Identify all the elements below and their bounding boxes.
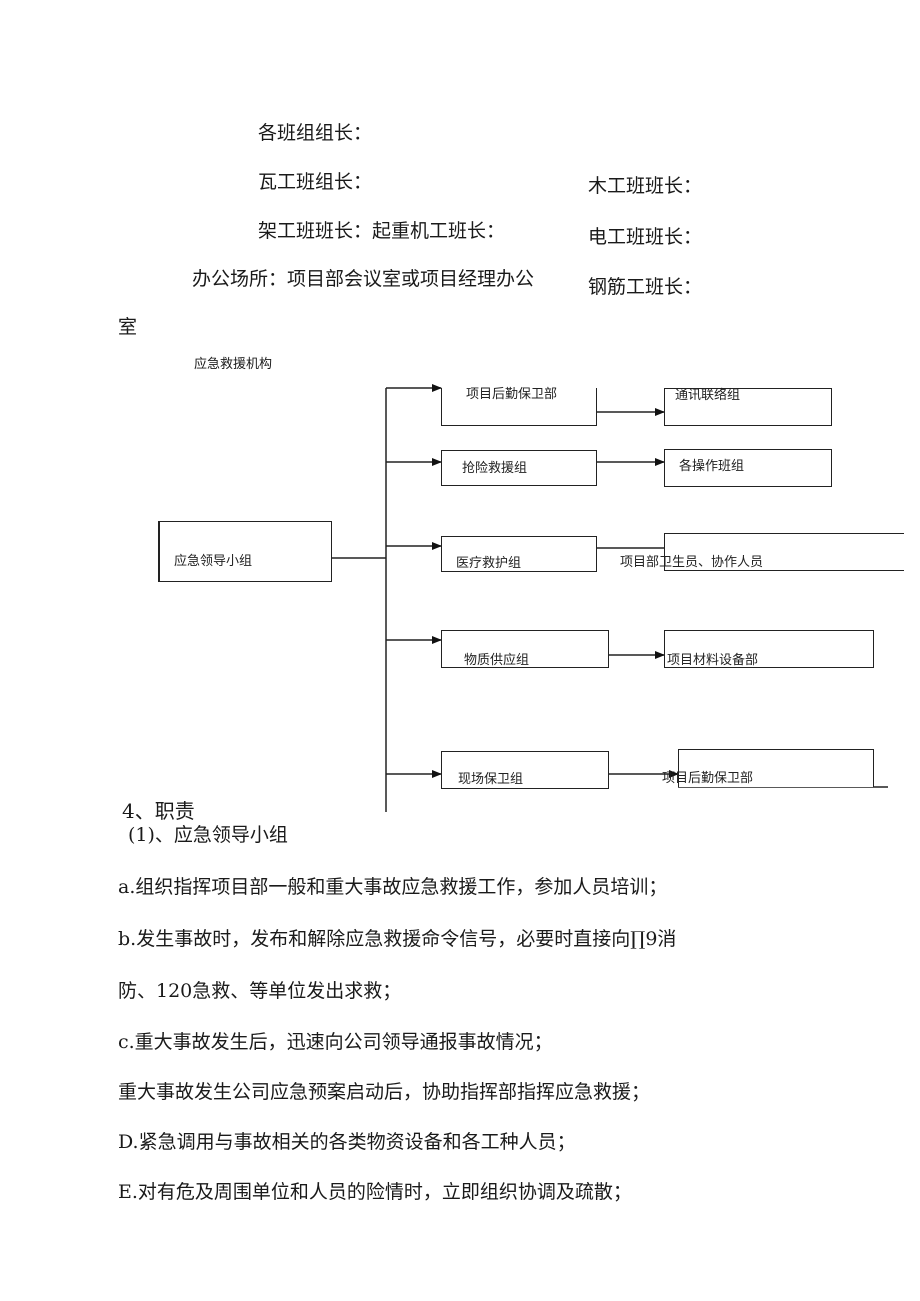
tile-leader-label: 瓦工班组长： <box>258 171 373 193</box>
group-box-medical: 医疗救护组 <box>441 536 597 572</box>
section-heading: 4、职责 <box>122 799 195 823</box>
target-label: 项目部卫生员、协作人员 <box>620 555 764 570</box>
target-box-teams: 各操作班组 <box>664 449 832 487</box>
duty-item: a.组织指挥项目部一般和重大事故应急救援工作，参加人员培训； <box>118 876 668 898</box>
section-subheading: (1)、应急领导小组 <box>128 824 288 846</box>
carpenter-leader-label: 木工班班长： <box>588 175 703 197</box>
duty-item: 重大事故发生公司应急预案启动后，协助指挥部指挥应急救援； <box>118 1081 651 1103</box>
diagram-title: 应急救援机构 <box>194 357 273 372</box>
target-label: 项目后勤保卫部 <box>662 771 754 786</box>
duty-item: c.重大事故发生后，迅速向公司领导通报事故情况； <box>118 1031 553 1053</box>
duty-item: b.发生事故时，发布和解除应急救援命令信号，必要时直接向∏9消 <box>118 928 677 950</box>
group-box-logistics: 项目后勤保卫部 <box>441 387 597 426</box>
group-label: 现场保卫组 <box>458 772 524 787</box>
group-box-supply: 物质供应组 <box>441 630 609 668</box>
target-label: 各操作班组 <box>679 459 745 474</box>
duty-item: 防、120急救、等单位发出求救； <box>118 980 402 1002</box>
group-label: 物质供应组 <box>464 653 530 668</box>
target-box-medics <box>664 533 904 571</box>
target-label: 通讯联络组 <box>675 388 741 403</box>
target-box-logistics <box>678 749 874 787</box>
group-label: 抢险救援组 <box>462 461 528 476</box>
group-box-security: 现场保卫组 <box>441 751 609 789</box>
group-box-rescue: 抢险救援组 <box>441 450 597 486</box>
target-box-materials: 项目材料设备部 <box>664 630 874 668</box>
leader-label: 应急领导小组 <box>174 554 253 569</box>
office-location-cont: 室 <box>118 316 138 338</box>
target-box-communication: 通讯联络组 <box>664 388 832 426</box>
roles-heading: 各班组组长： <box>258 122 373 144</box>
leader-box: 应急领导小组 <box>158 521 332 582</box>
group-label: 项目后勤保卫部 <box>466 387 558 402</box>
target-label: 项目材料设备部 <box>667 653 759 668</box>
duty-item: D.紧急调用与事故相关的各类物资设备和各工种人员； <box>118 1131 576 1153</box>
scaffold-crane-leader-label: 架工班班长：起重机工班长： <box>258 220 506 242</box>
rebar-leader-label: 钢筋工班长： <box>588 276 703 298</box>
duty-item: E.对有危及周围单位和人员的险情时，立即组织协调及疏散； <box>118 1181 632 1203</box>
electrician-leader-label: 电工班班长： <box>588 226 703 248</box>
office-location: 办公场所：项目部会议室或项目经理办公 <box>192 268 535 290</box>
group-label: 医疗救护组 <box>456 556 522 571</box>
